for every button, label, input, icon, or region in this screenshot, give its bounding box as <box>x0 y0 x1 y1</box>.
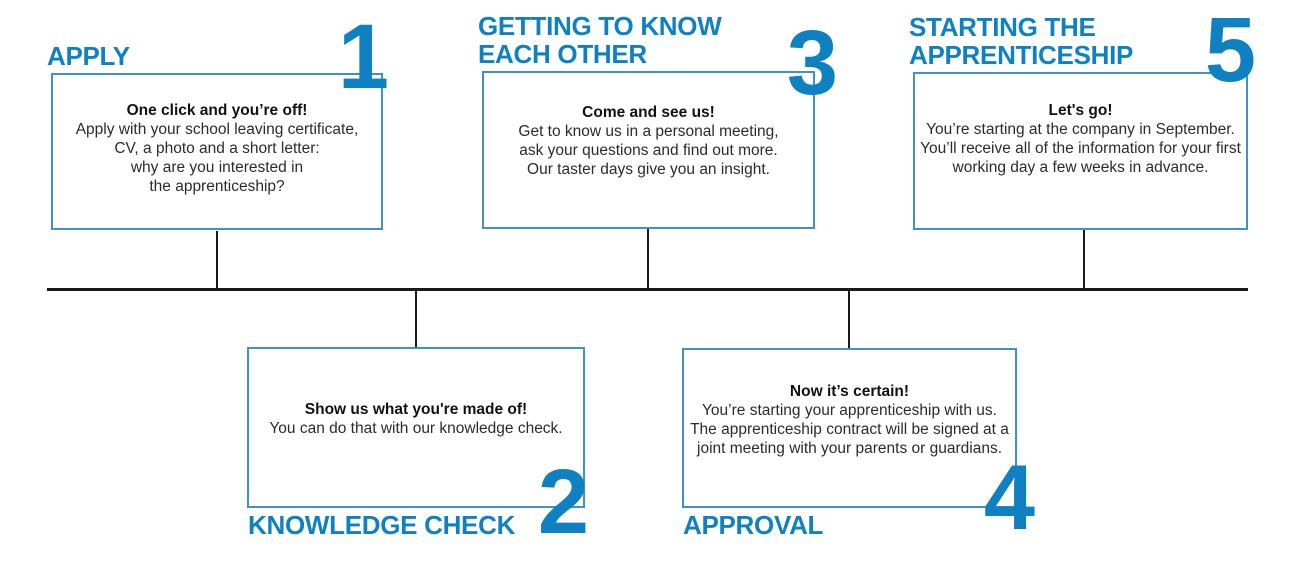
step-body: You can do that with our knowledge check… <box>269 420 563 437</box>
step-box: One click and you’re off! Apply with you… <box>51 73 383 230</box>
step-title: APPLY <box>47 41 130 71</box>
step-title: STARTING THE APPRENTICESHIP <box>909 12 1134 70</box>
connector-step-4 <box>848 290 850 349</box>
step-heading: Now it’s certain! <box>789 383 910 400</box>
step-box: Now it’s certain! You’re starting your a… <box>682 348 1017 508</box>
step-body: You’re starting at the company in Septem… <box>920 121 1241 176</box>
step-4-approval: APPROVAL 4 Now it’s certain! You’re star… <box>682 348 1035 544</box>
step-heading: Come and see us! <box>582 104 715 121</box>
step-body: You’re starting your apprenticeship with… <box>690 402 1009 457</box>
step-body: Get to know us in a personal meeting, as… <box>518 123 779 178</box>
step-title: APPROVAL <box>683 510 824 540</box>
step-heading: One click and you’re off! <box>126 102 308 119</box>
step-box: Show us what you're made of! You can do … <box>247 347 585 508</box>
step-number: 2 <box>537 451 589 553</box>
timeline-line <box>47 288 1248 291</box>
step-number: 5 <box>1204 0 1256 101</box>
step-body: Apply with your school leaving certifica… <box>75 121 359 195</box>
step-number: 3 <box>786 12 838 114</box>
connector-step-3 <box>647 229 649 289</box>
step-title: KNOWLEDGE CHECK <box>248 510 516 540</box>
step-heading: Let's go! <box>1048 102 1113 119</box>
step-1-apply: APPLY 1 One click and you’re off! Apply … <box>47 11 389 230</box>
step-box: Come and see us! Get to know us in a per… <box>482 71 815 229</box>
step-number: 1 <box>337 6 389 108</box>
connector-step-1 <box>216 231 218 289</box>
step-title: GETTING TO KNOW EACH OTHER <box>478 11 722 69</box>
step-3-getting-to-know-each-other: GETTING TO KNOW EACH OTHER 3 Come and se… <box>478 12 838 229</box>
step-box: Let's go! You’re starting at the company… <box>913 72 1248 230</box>
step-5-starting-the-apprenticeship: STARTING THE APPRENTICESHIP 5 Let's go! … <box>909 4 1256 230</box>
connector-step-5 <box>1083 230 1085 289</box>
step-number: 4 <box>983 447 1035 549</box>
step-2-knowledge-check: KNOWLEDGE CHECK 2 Show us what you're ma… <box>247 347 589 548</box>
step-heading: Show us what you're made of! <box>304 401 528 418</box>
connector-step-2 <box>415 290 417 348</box>
